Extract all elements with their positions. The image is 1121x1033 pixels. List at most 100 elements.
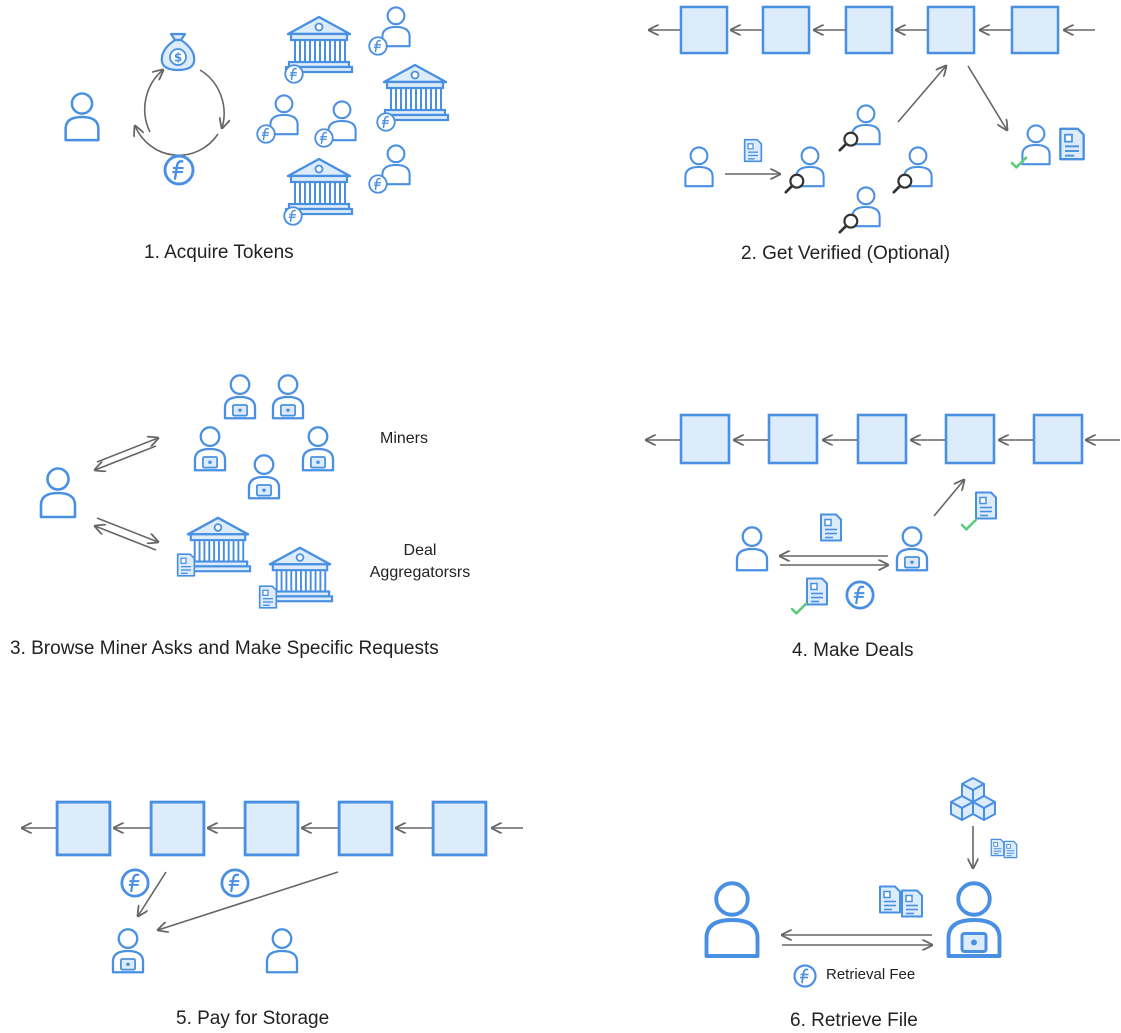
miner-icon [111,928,145,974]
user-icon [39,467,77,519]
chain-block [243,800,300,857]
chain-block [761,5,811,55]
arrow [95,445,157,470]
filecoin-token-icon [368,174,388,194]
user-icon [64,92,100,142]
magnifier-icon [838,131,859,152]
arrow [138,871,167,916]
cycle-arrow-down [135,126,219,157]
deal-aggregators-label: Deal Aggregatorsrs [360,542,480,582]
document-icon [819,513,843,542]
chain-block [844,5,894,55]
arrow [933,480,964,517]
user-icon [704,881,760,958]
cubes-icon [950,777,996,821]
cycle-arrow-right [199,69,224,128]
miner-icon [247,454,281,500]
filecoin-token-icon [120,868,150,898]
document-icon [990,838,1005,857]
document-icon [258,585,278,609]
step-4-caption: 4. Make Deals [792,640,914,661]
arrow [96,517,158,542]
magnifier-icon [892,173,913,194]
chain-block [149,800,206,857]
bank-icon [380,63,450,122]
chain-block [431,800,488,857]
document-icon [176,553,196,577]
chain-block [679,5,729,55]
panel-get-verified [649,5,1095,234]
user-icon [735,526,769,572]
deal-aggregators-line-1: Deal [403,542,437,559]
filecoin-token-icon [163,154,195,186]
chain-block [944,413,996,465]
chain-block [679,413,731,465]
filecoin-token-icon [314,128,334,148]
panel-make-deals [646,413,1120,615]
check-icon [960,518,978,531]
step-3-caption: 3. Browse Miner Asks and Make Specific R… [10,638,439,659]
bank-icon [284,157,354,216]
magnifier-icon [838,213,859,234]
document-icon [1003,840,1018,859]
filecoin-token-icon [368,36,388,56]
filecoin-token-icon [283,206,303,226]
check-icon [790,602,808,615]
filecoin-token-icon [284,64,304,84]
money-bag-icon [160,32,196,72]
miners-label: Miners [380,430,429,447]
blockchain [22,800,523,857]
panel-retrieve-file [704,777,1018,988]
step-2-caption: 2. Get Verified (Optional) [741,243,951,264]
arrow [95,526,157,551]
blockchain [649,5,1095,55]
miner-icon [271,374,305,420]
miner-icon [223,374,257,420]
miner-icon [193,426,227,472]
filecoin-token-icon [220,868,250,898]
chain-block [1010,5,1060,55]
step-1-caption: 1. Acquire Tokens [144,242,294,263]
step-5-caption: 5. Pay for Storage [176,1008,330,1029]
panel-pay-for-storage [22,800,523,974]
miner-icon [301,426,335,472]
chain-block [767,413,819,465]
arrow [967,65,1007,130]
arrow [158,871,339,930]
arrow [897,66,946,123]
filecoin-token-icon [845,580,875,610]
retrieval-fee-label: Retrieval Fee [826,966,916,983]
blockchain [646,413,1120,465]
user-icon [381,144,411,186]
document-icon [974,491,998,520]
chain-block [1032,413,1084,465]
document-icon [878,885,902,914]
panel-browse-miner-asks [39,374,335,609]
document-icon [805,577,829,606]
chain-block [856,413,908,465]
chain-block [55,800,112,857]
bank-icon [284,15,354,74]
cycle-arrow-up [143,70,163,133]
arrow [96,438,158,463]
bank-icon [184,516,252,573]
filecoin-token-icon [256,124,276,144]
user-icon [381,6,411,48]
document-icon [1059,127,1085,161]
user-icon [684,146,714,188]
panel-acquire-tokens [64,6,450,226]
miner-icon [946,881,1002,958]
bank-icon [266,546,334,603]
user-icon [265,928,299,974]
chain-block [337,800,394,857]
document-icon [743,138,763,163]
chain-block [926,5,976,55]
magnifier-icon [784,173,805,194]
user-icon [269,94,299,136]
document-icon [900,889,924,918]
filecoin-token-icon [793,964,817,988]
step-6-caption: 6. Retrieve File [790,1010,918,1031]
filecoin-token-icon [376,112,396,132]
deal-aggregators-line-2: Aggregatorsrs [369,564,471,581]
